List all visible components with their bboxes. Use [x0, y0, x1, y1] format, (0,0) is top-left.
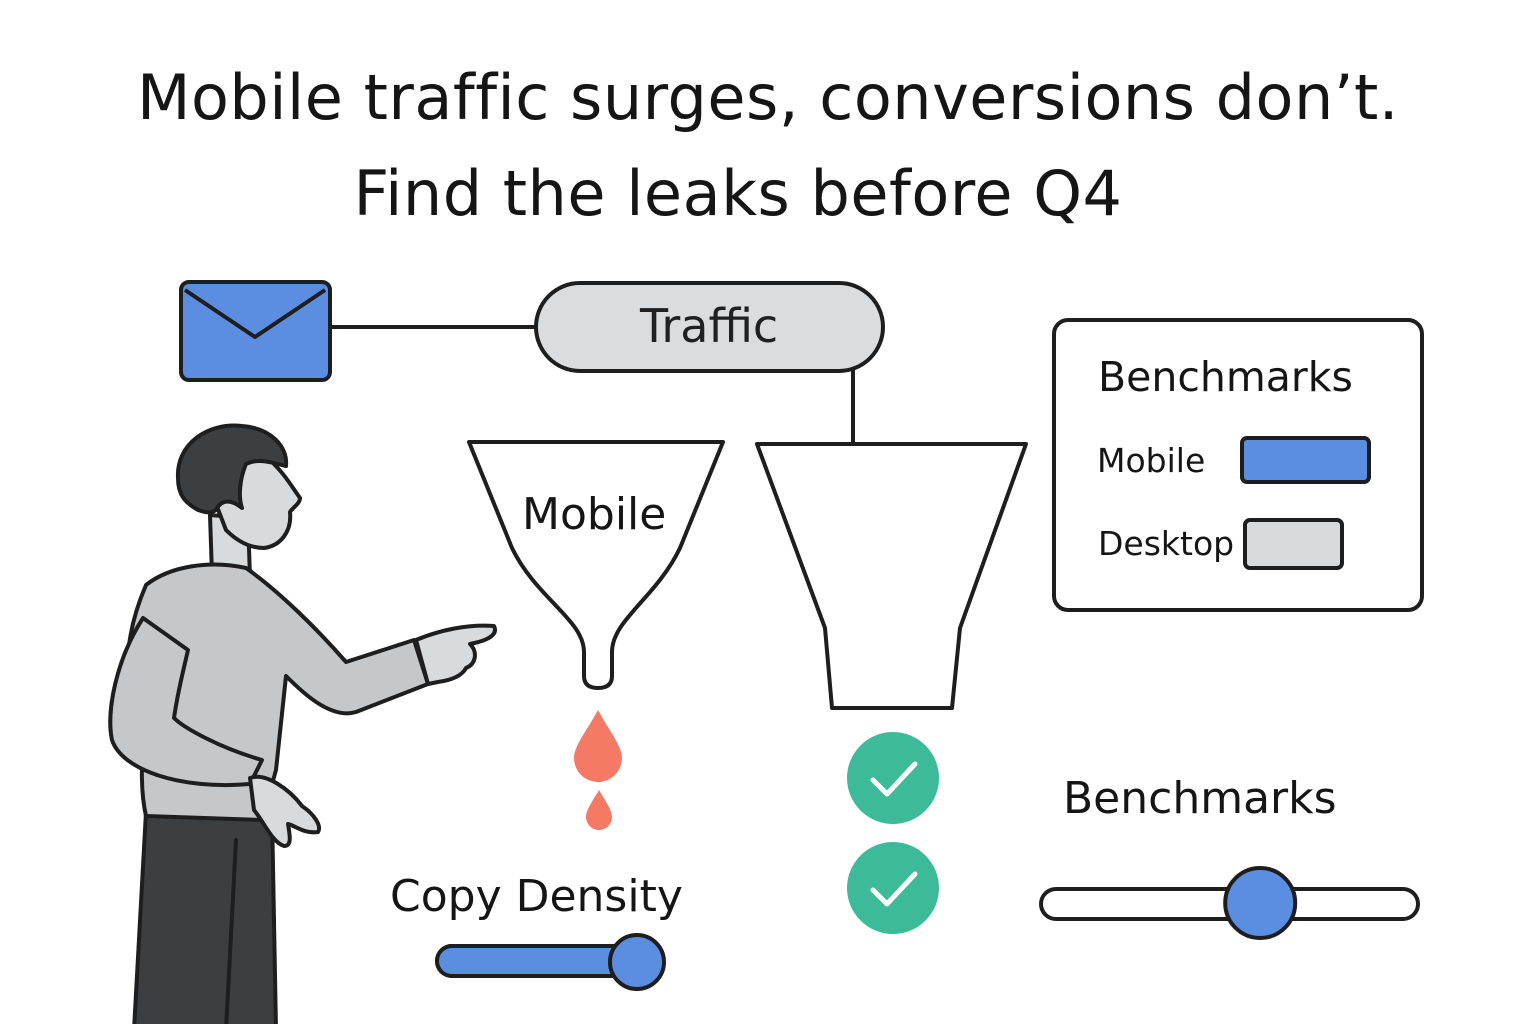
copy-density-slider[interactable]: [435, 933, 666, 991]
legend-desktop-label: Desktop: [1098, 524, 1235, 563]
headline-line-2: Find the leaks before Q4: [353, 157, 1123, 230]
mobile-funnel-label: Mobile: [522, 489, 667, 540]
person-trousers: [132, 810, 278, 1024]
mail-icon[interactable]: [179, 280, 332, 382]
check-circle-icon: [847, 732, 939, 824]
benchmarks-slider[interactable]: [1039, 866, 1420, 940]
legend-mobile-label: Mobile: [1097, 441, 1206, 480]
slider-thumb[interactable]: [1223, 866, 1298, 940]
slider-thumb[interactable]: [608, 933, 666, 991]
mobile-swatch: [1240, 436, 1371, 484]
drop-icon: [586, 790, 612, 830]
benchmarks-card-title: Benchmarks: [1098, 353, 1353, 401]
mobile-funnel[interactable]: [467, 440, 725, 690]
copy-density-label: Copy Density: [390, 871, 683, 922]
desktop-funnel[interactable]: [755, 442, 1028, 710]
traffic-node[interactable]: [534, 281, 885, 373]
traffic-label: Traffic: [640, 299, 779, 353]
drop-icon: [574, 710, 622, 782]
person-hand-pointing: [414, 623, 497, 686]
trouser-seam: [224, 838, 238, 1024]
check-circle-icon: [847, 842, 939, 934]
person-sleeve: [108, 616, 264, 787]
desktop-swatch: [1243, 518, 1344, 570]
person-hair: [175, 423, 289, 515]
person-hand-lower: [248, 774, 321, 848]
headline-line-1: Mobile traffic surges, conversions don’t…: [137, 61, 1399, 134]
slider-fill: [435, 944, 639, 978]
benchmarks-slider-label: Benchmarks: [1063, 773, 1337, 824]
person-illustration: [108, 423, 497, 1024]
